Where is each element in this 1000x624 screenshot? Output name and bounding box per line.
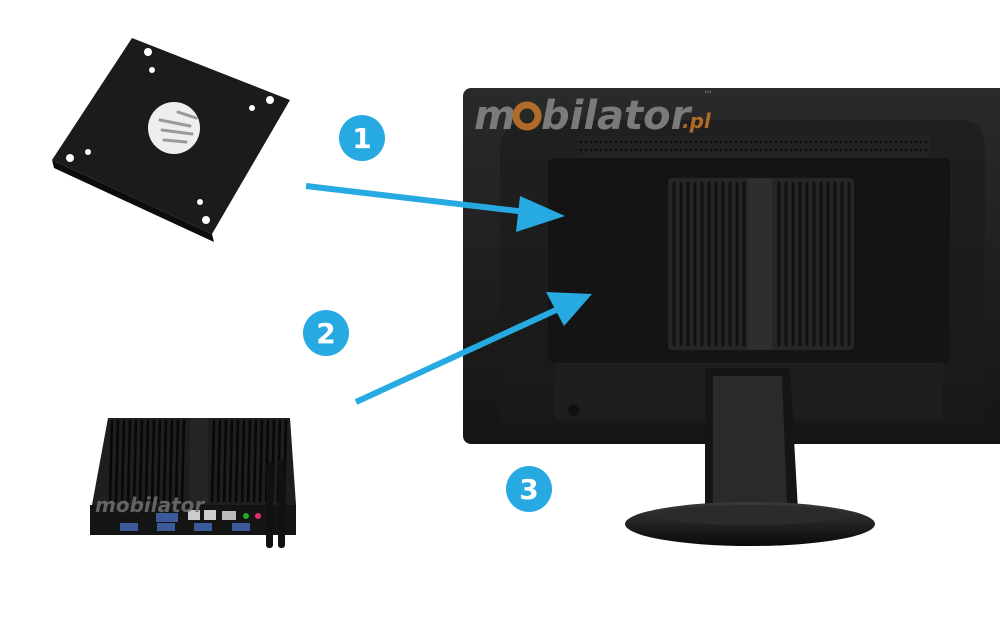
svg-text:m: m (474, 93, 516, 139)
arrow-2 (354, 307, 558, 405)
mobilator-logo: m bilator .pl ™ (474, 90, 713, 139)
heatsink-fin (162, 419, 168, 503)
heatsink-fin (228, 419, 234, 503)
mounted-mini-pc (668, 178, 854, 350)
step-badge-2: 2 (303, 310, 349, 356)
heatsink-fin (108, 419, 114, 503)
heatsink-fin (120, 419, 126, 503)
heatsink-fin (240, 419, 246, 503)
svg-text:2: 2 (316, 317, 335, 350)
heatsink-fin (174, 419, 180, 503)
heatsink-fin (210, 419, 216, 503)
arrow-1 (305, 183, 527, 215)
svg-text:1: 1 (352, 122, 371, 155)
svg-text:™: ™ (703, 90, 713, 101)
svg-text:3: 3 (519, 473, 538, 506)
svg-text:.pl: .pl (682, 109, 712, 133)
mini-pc: mobilator (90, 418, 296, 548)
ports (120, 510, 261, 531)
heatsink-fin (246, 419, 252, 503)
heatsink-fin (138, 419, 144, 503)
heatsink-fin (114, 419, 120, 503)
heatsink-fin (126, 419, 132, 503)
heatsink-fin (168, 419, 174, 503)
heatsink-fin (216, 419, 222, 503)
vesa-mounting-plate (52, 38, 290, 242)
heatsink-fin (144, 419, 150, 503)
heatsink-fin (156, 419, 162, 503)
monitor-back: m bilator .pl ™ (463, 88, 1000, 546)
svg-text:bilator: bilator (541, 93, 693, 139)
step-badge-3: 3 (506, 466, 552, 512)
heatsink-fin (234, 419, 240, 503)
heatsink-fin (180, 419, 186, 503)
heatsink-fin (258, 419, 264, 503)
arrows (305, 183, 592, 405)
step-badge-1: 1 (339, 115, 385, 161)
antenna (278, 460, 285, 548)
svg-text:mobilator: mobilator (95, 493, 205, 517)
screws-icon (148, 102, 200, 154)
heatsink-fin (150, 419, 156, 503)
heatsink-fin (252, 419, 258, 503)
heatsink-fin (132, 419, 138, 503)
heatsink-fin (222, 419, 228, 503)
antenna (266, 462, 273, 548)
